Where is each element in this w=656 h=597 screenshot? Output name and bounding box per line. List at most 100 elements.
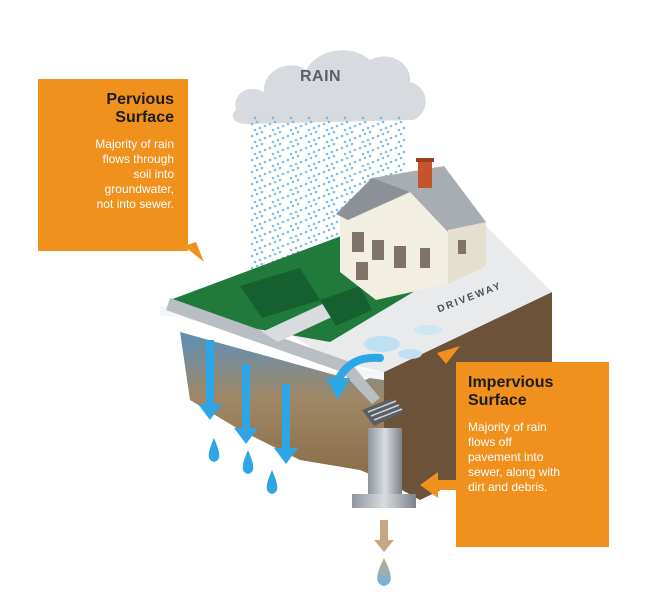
rain-dot	[276, 138, 280, 142]
rain-dot	[332, 142, 336, 146]
rain-dot	[258, 234, 262, 238]
rain-dot	[299, 136, 303, 140]
rain-dot	[384, 162, 388, 166]
rain-dot	[327, 216, 331, 220]
rain-dot	[250, 134, 254, 138]
rain-dot	[394, 122, 398, 126]
rain-dot	[335, 148, 339, 152]
rain-dot	[343, 176, 347, 180]
rain-dot	[286, 134, 290, 138]
rain-dot	[343, 188, 347, 192]
rain-dot	[335, 172, 339, 176]
rain-dot	[278, 190, 282, 194]
rain-dot	[371, 172, 375, 176]
rain-dot	[289, 176, 293, 180]
rain-dot	[273, 252, 277, 256]
pervious-pointer	[184, 242, 204, 262]
rain-dot	[312, 138, 316, 142]
rain-dot	[327, 192, 331, 196]
rain-dot	[253, 116, 257, 120]
rain-dot	[291, 204, 295, 208]
rain-dot	[271, 116, 275, 120]
rain-dot	[296, 154, 300, 158]
rain-dot	[263, 160, 267, 164]
rain-dot	[281, 184, 285, 188]
rain-dot	[250, 194, 254, 198]
rain-dot	[402, 162, 406, 166]
rain-dot	[263, 244, 267, 248]
rain-dot	[325, 128, 329, 132]
rain-dot	[386, 142, 390, 146]
rain-dot	[294, 198, 298, 202]
rain-dot	[291, 228, 295, 232]
rain-dot	[322, 182, 326, 186]
rain-dot	[379, 152, 383, 156]
rain-dot	[268, 254, 272, 258]
rain-dot	[260, 190, 264, 194]
rain-dot	[322, 230, 326, 234]
rain-dot	[361, 164, 365, 168]
rain-dot	[314, 130, 318, 134]
rain-dot	[322, 158, 326, 162]
rain-dot	[330, 210, 334, 214]
rain-dot	[335, 220, 339, 224]
rain-dot	[260, 130, 264, 134]
rain-dot	[263, 208, 267, 212]
rain-dot	[335, 136, 339, 140]
rain-dot	[386, 166, 390, 170]
rain-dot	[335, 184, 339, 188]
rain-dot	[345, 168, 349, 172]
rain-dot	[332, 166, 336, 170]
rain-dot	[376, 134, 380, 138]
rain-dot	[255, 192, 259, 196]
rain-dot	[271, 236, 275, 240]
rain-dot	[361, 176, 365, 180]
rain-dot	[327, 168, 331, 172]
rain-dot	[294, 162, 298, 166]
rain-dot	[307, 140, 311, 144]
rain-dot	[281, 232, 285, 236]
rain-dot	[250, 206, 254, 210]
rain-dot	[260, 214, 264, 218]
infiltration-arrows	[198, 340, 298, 464]
rain-dot	[276, 246, 280, 250]
rain-dot	[309, 216, 313, 220]
rain-dot	[335, 196, 339, 200]
rain-dot	[314, 154, 318, 158]
impervious-surface-callout: Impervious Surface Majority of rain flow…	[456, 362, 609, 547]
rain-dot	[255, 264, 259, 268]
rain-dot	[353, 148, 357, 152]
rain-dot	[268, 206, 272, 210]
rain-dot	[314, 178, 318, 182]
rain-dot	[317, 136, 321, 140]
rain-dot	[253, 260, 257, 264]
rain-dot	[325, 188, 329, 192]
rain-dot	[327, 156, 331, 160]
rain-dot	[255, 120, 259, 124]
rain-dot	[307, 212, 311, 216]
rain-dot	[276, 126, 280, 130]
rain-dot	[278, 130, 282, 134]
rain-dot	[294, 246, 298, 250]
rain-dot	[343, 116, 347, 120]
rain-dot	[299, 160, 303, 164]
rain-dot	[309, 192, 313, 196]
rain-dot	[289, 128, 293, 132]
rain-dot	[258, 210, 262, 214]
rain-dot	[397, 128, 401, 132]
rain-dot	[291, 156, 295, 160]
rain-dot	[397, 152, 401, 156]
rain-dot	[345, 144, 349, 148]
rain-dot	[361, 116, 365, 120]
rain-dot	[255, 216, 259, 220]
rain-dot	[278, 154, 282, 158]
rain-dot	[258, 174, 262, 178]
rain-dot	[397, 164, 401, 168]
rain-dot	[291, 132, 295, 136]
rain-dot	[358, 146, 362, 150]
rain-dot	[312, 198, 316, 202]
rain-dot	[332, 202, 336, 206]
rain-dot	[317, 148, 321, 152]
rain-dot	[273, 156, 277, 160]
rain-dot	[379, 128, 383, 132]
